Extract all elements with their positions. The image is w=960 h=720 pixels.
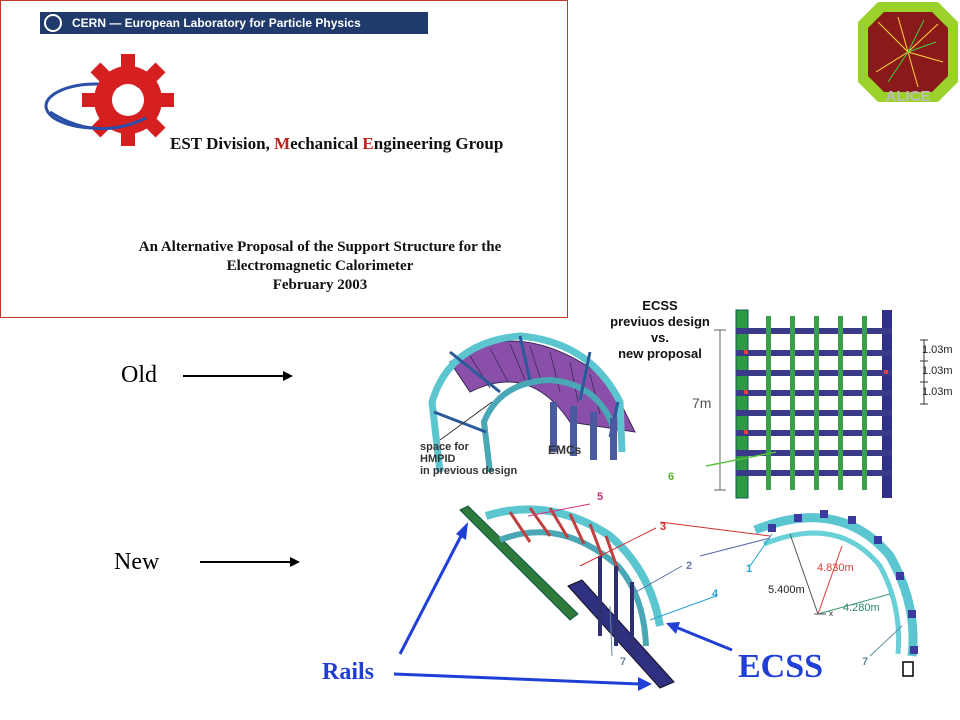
marker-7a: 7 xyxy=(620,656,627,668)
axis-x-label: x xyxy=(829,609,833,618)
alice-logo-text: ALICE xyxy=(886,88,931,104)
new-arrow xyxy=(200,557,300,567)
space-note-line-3: in previous design xyxy=(420,465,518,477)
radius-label-3: 4.280m xyxy=(843,602,880,614)
spacing-label-2: 1.03m xyxy=(922,365,953,377)
marker-3: 3 xyxy=(660,521,667,533)
proposal-line-2: Electromagnetic Calorimeter xyxy=(226,258,414,274)
proposal-line-3: February 2003 xyxy=(272,277,368,293)
cern-banner: CERN — European Laboratory for Particle … xyxy=(40,12,428,34)
marker-1: 1 xyxy=(746,563,753,575)
alice-logo: ALICE xyxy=(858,2,958,104)
division-e: E xyxy=(362,134,374,153)
comparison-title-3: vs. xyxy=(650,330,670,345)
comparison-title-1: ECSS xyxy=(642,298,678,313)
radius-label-1: 4.830m xyxy=(817,562,854,574)
marker-5: 5 xyxy=(597,491,604,503)
division-m: M xyxy=(274,134,291,153)
proposal-line-1: An Alternative Proposal of the Support S… xyxy=(138,239,502,255)
height-label: 7m xyxy=(692,395,712,411)
comparison-grid-drawing xyxy=(706,309,928,499)
division-ngineering: ngineering Group xyxy=(373,134,504,153)
emcs-label: EMCs xyxy=(548,443,582,457)
gear-logo-icon xyxy=(44,54,174,146)
cern-logo-icon xyxy=(44,14,62,32)
new-design-drawing xyxy=(459,503,918,689)
marker-2: 2 xyxy=(686,560,693,572)
comparison-title: ECSS previuos design vs. new proposal xyxy=(600,298,720,362)
old-label: Old xyxy=(121,362,157,388)
comparison-title-2: previuos design xyxy=(610,314,710,329)
radius-label-2: 5.400m xyxy=(768,584,805,596)
space-note-line-1: space for xyxy=(420,441,469,453)
division-title: EST Division, Mechanical Engineering Gro… xyxy=(170,134,503,154)
division-prefix: EST Division, xyxy=(170,134,275,153)
proposal-title: An Alternative Proposal of the Support S… xyxy=(90,238,550,295)
comparison-title-4: new proposal xyxy=(618,346,702,361)
ecss-label: ECSS xyxy=(738,648,824,685)
marker-6: 6 xyxy=(668,471,675,483)
rails-label: Rails xyxy=(322,659,375,685)
marker-4: 4 xyxy=(712,588,719,600)
new-label: New xyxy=(114,549,160,575)
annotation-arrows xyxy=(393,522,733,691)
spacing-label-3: 1.03m xyxy=(922,386,953,398)
division-echanical: echanical xyxy=(290,134,363,153)
spacing-label-1: 1.03m xyxy=(922,344,953,356)
old-design-drawing xyxy=(428,332,636,473)
space-note: space for HMPID in previous design xyxy=(420,441,517,477)
old-arrow xyxy=(183,371,293,381)
title-panel xyxy=(0,0,568,318)
space-note-line-2: HMPID xyxy=(420,453,456,465)
marker-7b: 7 xyxy=(862,656,869,668)
